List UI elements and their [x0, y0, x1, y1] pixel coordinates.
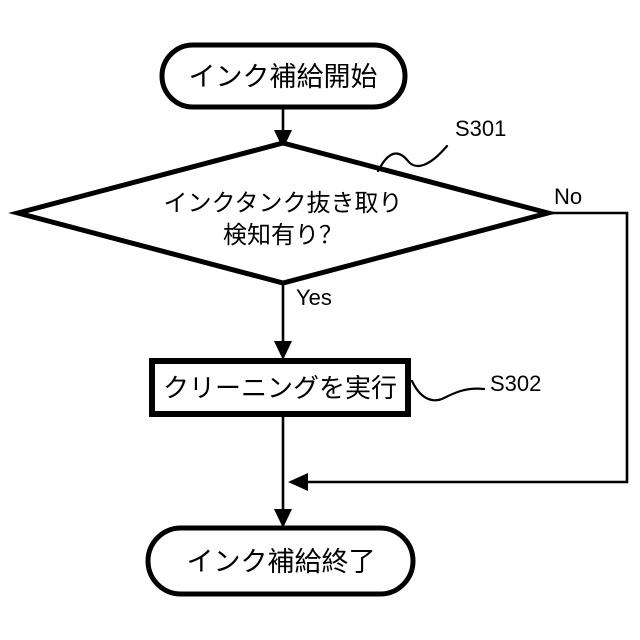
yes-label: Yes — [296, 285, 332, 310]
decision-label-line1: インクタンク抜き取り — [163, 190, 402, 217]
process-label: クリーニングを実行 — [163, 373, 397, 403]
arrowhead-no-join — [288, 473, 308, 491]
no-label: No — [554, 184, 582, 209]
edge-no-branch — [308, 211, 629, 484]
s301-label: S301 — [455, 116, 506, 141]
arrowhead-into-end — [274, 509, 292, 528]
arrowhead-into-decision — [274, 130, 292, 149]
decision-label-line2: 検知有り？ — [223, 222, 343, 249]
end-terminator — [145, 525, 416, 597]
s302-label: S302 — [490, 371, 541, 396]
s302-squiggle — [410, 379, 486, 402]
s301-squiggle — [376, 144, 449, 173]
arrowhead-into-process — [274, 341, 292, 360]
decision-diamond — [8, 140, 558, 286]
process-box — [149, 358, 411, 417]
end-label: インク補給終了 — [187, 547, 376, 577]
start-terminator — [159, 42, 408, 110]
start-label: インク補給開始 — [189, 62, 378, 92]
